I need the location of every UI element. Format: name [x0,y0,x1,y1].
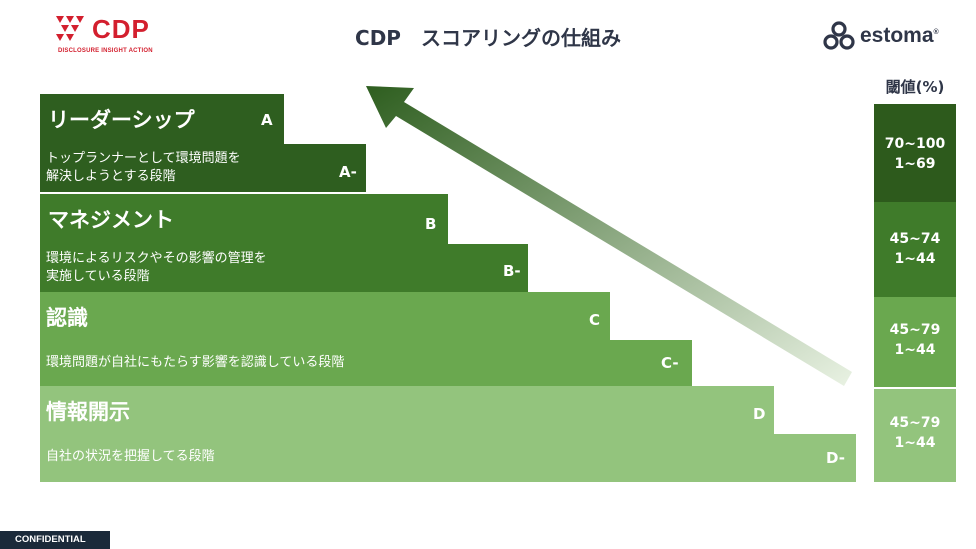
cdp-logo-text: CDP [92,14,150,44]
grade-a-label: A [261,111,273,129]
threshold-cell-leadership: 70~100 1~69 [874,104,956,202]
level-awareness-header: 認識 [40,292,610,340]
threshold-leadership-a-minus: 1~69 [894,156,936,172]
level-management-description: 環境によるリスクやその影響の管理を 実施している段階 [40,244,528,292]
cdp-mark-icon [56,16,84,41]
level-disclosure-description: 自社の状況を把握してる段階 [40,434,856,482]
grade-a-minus-label: A- [339,163,357,181]
level-disclosure-desc-line1: 自社の状況を把握してる段階 [46,449,215,464]
level-leadership-name: リーダーシップ [48,108,195,132]
up-left-arrow-icon [366,86,852,386]
level-leadership-description: トップランナーとして環境問題を 解決しようとする段階 [40,144,366,192]
estoma-logo-text: estoma® [860,24,939,47]
threshold-cell-management: 45~74 1~44 [874,202,956,297]
threshold-cell-awareness: 45~79 1~44 [874,297,956,387]
level-management-desc-line1: 環境によるリスクやその影響の管理を [46,251,267,266]
threshold-header: 閾値(%) [885,78,945,96]
threshold-leadership-a: 70~100 [884,136,946,152]
level-awareness-desc-line1: 環境問題が自社にもたらす影響を認識している段階 [46,355,345,370]
estoma-mark-icon [823,21,855,50]
cdp-logo-tagline: DISCLOSURE INSIGHT ACTION [58,48,153,54]
cdp-logo: CDP DISCLOSURE INSIGHT ACTION [52,14,162,62]
threshold-disclosure-d: 45~79 [889,415,941,431]
threshold-awareness-c-minus: 1~44 [894,342,936,358]
grade-b-label: B [425,215,437,233]
threshold-cell-disclosure: 45~79 1~44 [874,389,956,482]
level-management-name: マネジメント [48,208,174,232]
grade-d-label: D [753,405,766,423]
level-leadership-header: リーダーシップ [40,94,284,144]
level-awareness-name: 認識 [46,306,88,330]
level-awareness-description: 環境問題が自社にもたらす影響を認識している段階 [40,340,692,386]
page-title: CDP スコアリングの仕組み [355,26,621,50]
threshold-awareness-c: 45~79 [889,322,941,338]
level-management-header: マネジメント [40,194,448,244]
threshold-disclosure-d-minus: 1~44 [894,435,936,451]
level-management-desc-line2: 実施している段階 [46,269,150,284]
level-disclosure-name: 情報開示 [46,400,130,424]
level-disclosure-header: 情報開示 [40,386,774,434]
level-leadership-desc-line2: 解決しようとする段階 [46,169,176,184]
threshold-management-b-minus: 1~44 [894,251,936,267]
threshold-management-b: 45~74 [889,231,941,247]
grade-d-minus-label: D- [826,449,845,467]
grade-b-minus-label: B- [503,262,521,280]
level-leadership-desc-line1: トップランナーとして環境問題を [46,151,241,166]
confidential-badge: CONFIDENTIAL [0,531,110,549]
grade-c-minus-label: C- [661,354,679,372]
grade-c-label: C [589,311,601,329]
